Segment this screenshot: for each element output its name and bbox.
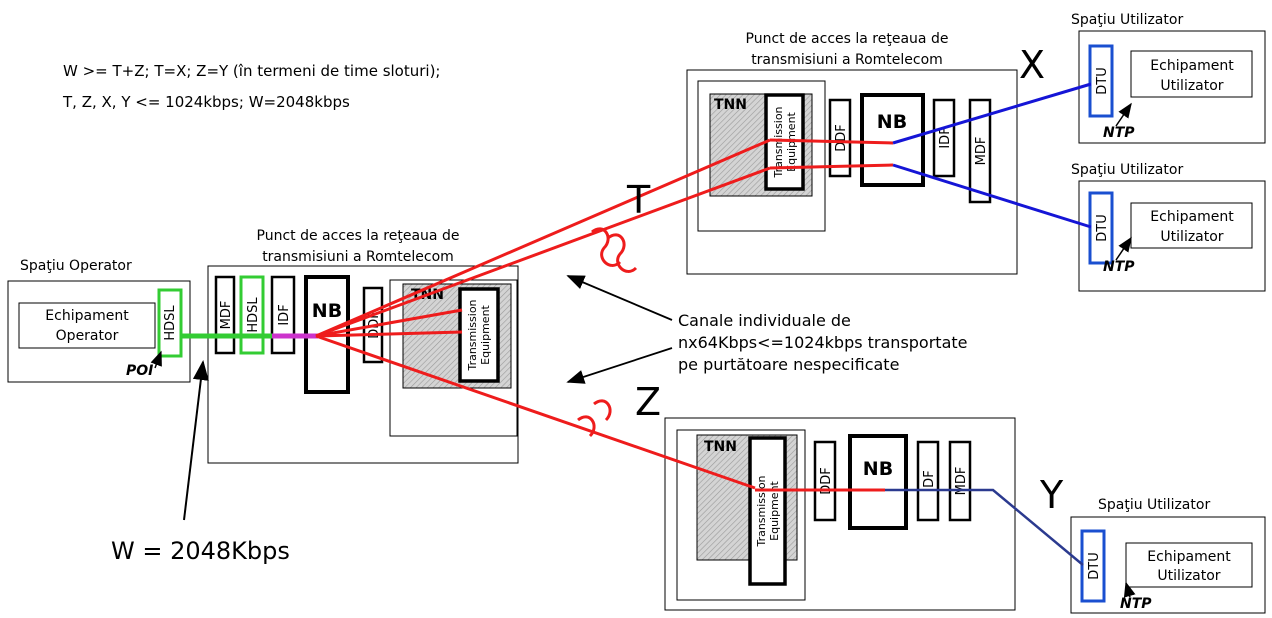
right-mdf-label: MDF bbox=[974, 137, 989, 166]
user-space-1-ntp-pointer bbox=[1115, 102, 1132, 127]
user-space-3-title: Spaţiu Utilizator bbox=[1098, 497, 1210, 513]
red-link-right-inner-upper bbox=[769, 138, 894, 145]
user-space-3-equipment-line-2: Utilizator bbox=[1157, 568, 1220, 584]
bottom-mdf-box bbox=[948, 440, 972, 522]
user-space-3-equipment bbox=[1125, 542, 1253, 588]
user-space-1-equipment-line-1: Echipament bbox=[1150, 58, 1234, 74]
right-tnn-label: TNN bbox=[714, 97, 747, 113]
break-mark-z-1 bbox=[577, 415, 596, 438]
user-space-1-equipment bbox=[1130, 50, 1253, 98]
link-label-z: Z bbox=[635, 380, 661, 424]
user-space-2-equipment-line-2: Utilizator bbox=[1160, 229, 1223, 245]
red-link-nb-to-central-transmission-a bbox=[315, 308, 463, 338]
right-idf-label: IDF bbox=[938, 127, 953, 148]
navy-link-to-user-3 bbox=[885, 488, 1084, 566]
user-space-2-title: Spaţiu Utilizator bbox=[1071, 162, 1183, 178]
operator-hdsl-label: HDSL bbox=[163, 305, 178, 341]
bottom-idf-box bbox=[916, 440, 940, 522]
annotation-line-2: nx64Kbps<=1024kbps transportate bbox=[678, 333, 968, 352]
user-space-2-equipment bbox=[1130, 202, 1253, 249]
user-space-2-dtu-label: DTU bbox=[1095, 214, 1110, 241]
w-bandwidth-label: W = 2048Kbps bbox=[111, 537, 290, 565]
user-space-2-equipment-line-1: Echipament bbox=[1150, 209, 1234, 225]
right-transmission-line-1: Transmission bbox=[772, 106, 785, 178]
red-link-t-upper bbox=[315, 138, 771, 338]
break-mark-t-1 bbox=[591, 227, 622, 267]
central-idf-label: IDF bbox=[277, 304, 292, 325]
bottom-mdf-label: MDF bbox=[954, 467, 969, 496]
red-link-right-inner-lower bbox=[769, 163, 894, 170]
user-space-2-ntp-pointer bbox=[1115, 236, 1132, 261]
operator-hdsl-box bbox=[157, 288, 183, 358]
red-link-nb-to-central-transmission-b bbox=[315, 330, 463, 338]
user-space-3-equipment-line-1: Echipament bbox=[1147, 549, 1231, 565]
central-access-title-1: Punct de acces la reţeaua de bbox=[257, 228, 460, 244]
central-mdf-label: MDF bbox=[219, 301, 234, 330]
bottom-ddf-label: DDF bbox=[819, 467, 834, 495]
annotation-arrow-upper bbox=[566, 275, 673, 321]
bottom-transmission-box bbox=[748, 436, 787, 586]
red-link-z bbox=[315, 334, 756, 490]
right-idf-box bbox=[932, 98, 956, 178]
red-link-t-lower bbox=[315, 166, 771, 338]
bottom-idf-label: IDF bbox=[922, 470, 937, 491]
user-space-1-ntp: NTP bbox=[1103, 125, 1135, 141]
right-access-title-2: transmisiuni a Romtelecom bbox=[751, 52, 943, 68]
bottom-transmission-line-1: Transmission bbox=[755, 475, 768, 547]
operator-equipment-box bbox=[18, 302, 156, 349]
break-mark-z-2 bbox=[593, 399, 612, 422]
central-transmission-line-2: Equipment bbox=[479, 304, 492, 364]
poi-label: POI bbox=[126, 363, 153, 379]
blue-link-to-user-2 bbox=[892, 163, 1092, 229]
bottom-tnn-label: TNN bbox=[704, 439, 737, 455]
bottom-ddf-box bbox=[813, 440, 837, 522]
user-space-1-dtu-label: DTU bbox=[1095, 67, 1110, 94]
bottom-transmission-line-2: Equipment bbox=[768, 480, 781, 540]
link-label-t: T bbox=[626, 178, 651, 222]
link-label-x: X bbox=[1019, 43, 1045, 87]
bottom-nb-box bbox=[848, 434, 908, 530]
central-transmission-line-1: Transmission bbox=[466, 299, 479, 371]
right-ddf-box bbox=[828, 98, 852, 178]
user-space-2-ntp: NTP bbox=[1103, 259, 1135, 275]
central-hdsl-label: HDSL bbox=[246, 297, 261, 333]
break-mark-t-2 bbox=[607, 233, 638, 273]
operator-equipment-line-1: Echipament bbox=[45, 308, 129, 324]
annotation-line-3: pe purtătoare nespecificate bbox=[678, 355, 899, 374]
user-space-1-equipment-line-2: Utilizator bbox=[1160, 78, 1223, 94]
user-space-3-ntp: NTP bbox=[1120, 596, 1152, 612]
operator-space-title: Spaţiu Operator bbox=[20, 258, 132, 274]
link-label-y: Y bbox=[1039, 473, 1064, 517]
header-line-2: T, Z, X, Y <= 1024kbps; W=2048kbps bbox=[62, 93, 350, 111]
right-access-title-1: Punct de acces la reţeaua de bbox=[746, 31, 949, 47]
right-mdf-box bbox=[968, 98, 992, 204]
central-access-title-2: transmisiuni a Romtelecom bbox=[262, 249, 454, 265]
central-transmission-box bbox=[458, 287, 500, 383]
annotation-arrow-lower bbox=[566, 347, 673, 384]
annotation-line-1: Canale individuale de bbox=[678, 311, 851, 330]
bottom-nb-label: NB bbox=[863, 458, 893, 480]
central-nb-label: NB bbox=[312, 300, 342, 322]
poi-pointer bbox=[150, 350, 162, 369]
user-space-3-dtu-label: DTU bbox=[1087, 552, 1102, 579]
w-bandwidth-arrow bbox=[183, 360, 209, 521]
right-nb-label: NB bbox=[877, 111, 907, 133]
right-ddf-label: DDF bbox=[834, 124, 849, 152]
operator-equipment-line-2: Operator bbox=[56, 328, 119, 344]
header-line-1: W >= T+Z; T=X; Z=Y (în termeni de time s… bbox=[63, 62, 441, 80]
user-space-1-title: Spaţiu Utilizator bbox=[1071, 12, 1183, 28]
user-space-1-dtu bbox=[1088, 44, 1114, 118]
blue-link-to-user-1 bbox=[892, 82, 1092, 145]
user-space-3-dtu bbox=[1080, 529, 1106, 603]
user-space-3-ntp-pointer bbox=[1123, 581, 1136, 598]
